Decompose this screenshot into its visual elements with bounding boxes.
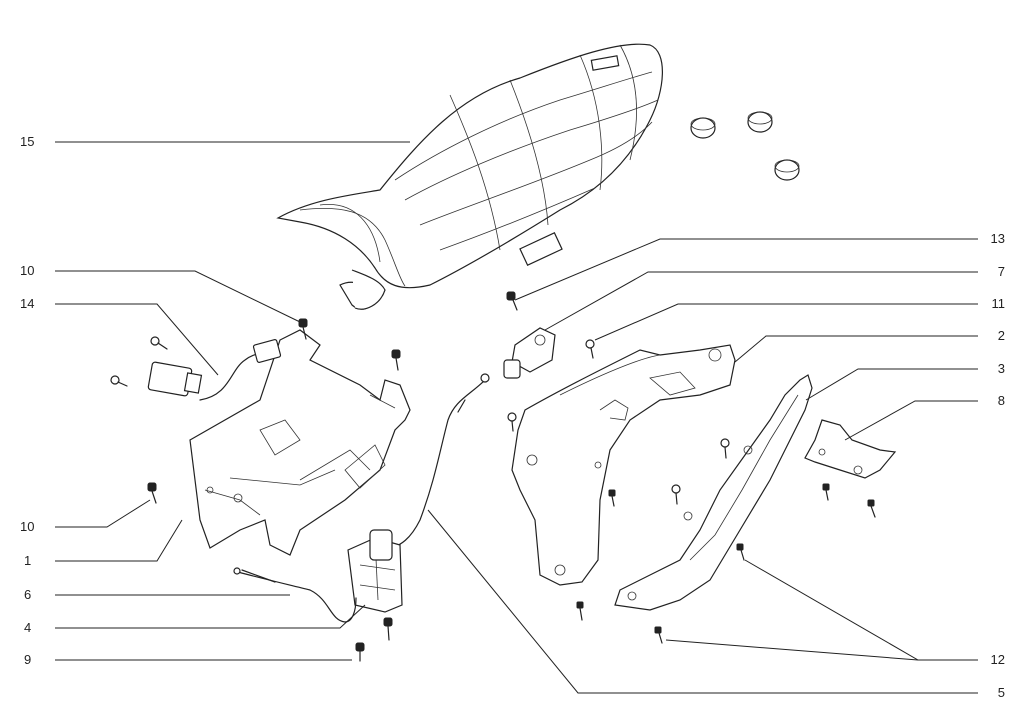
- left-side-panel-part: [511, 344, 736, 586]
- callout-label-4: 4: [24, 620, 32, 635]
- bracket-part: [804, 419, 897, 479]
- callout-label-5: 5: [997, 685, 1005, 700]
- callout-label-10-bottom: 10: [20, 519, 35, 534]
- callout-label-8: 8: [997, 393, 1005, 408]
- callout-label-15: 15: [20, 134, 35, 149]
- connector-wire-part: [147, 339, 282, 401]
- screw-parts: [110, 291, 876, 662]
- lock-housing-part: [503, 327, 556, 379]
- leader-lines: [55, 141, 978, 694]
- callout-label-2: 2: [997, 328, 1005, 343]
- callout-label-13: 13: [990, 231, 1005, 246]
- rubber-pad-parts: [690, 111, 800, 181]
- frame-bracket-part: [189, 329, 411, 556]
- callout-label-14: 14: [20, 296, 35, 311]
- cable-part: [391, 373, 490, 549]
- right-side-panel-part: [614, 374, 813, 611]
- seat-part: [276, 43, 663, 310]
- callout-label-3: 3: [997, 361, 1005, 376]
- callout-label-12: 12: [990, 652, 1005, 667]
- callout-label-10-top: 10: [20, 263, 35, 278]
- callout-label-9: 9: [24, 652, 32, 667]
- lock-part: [347, 529, 403, 613]
- callout-label-1: 1: [24, 553, 32, 568]
- callout-label-6: 6: [24, 587, 32, 602]
- callout-label-7: 7: [997, 264, 1005, 279]
- callout-label-11: 11: [991, 296, 1006, 311]
